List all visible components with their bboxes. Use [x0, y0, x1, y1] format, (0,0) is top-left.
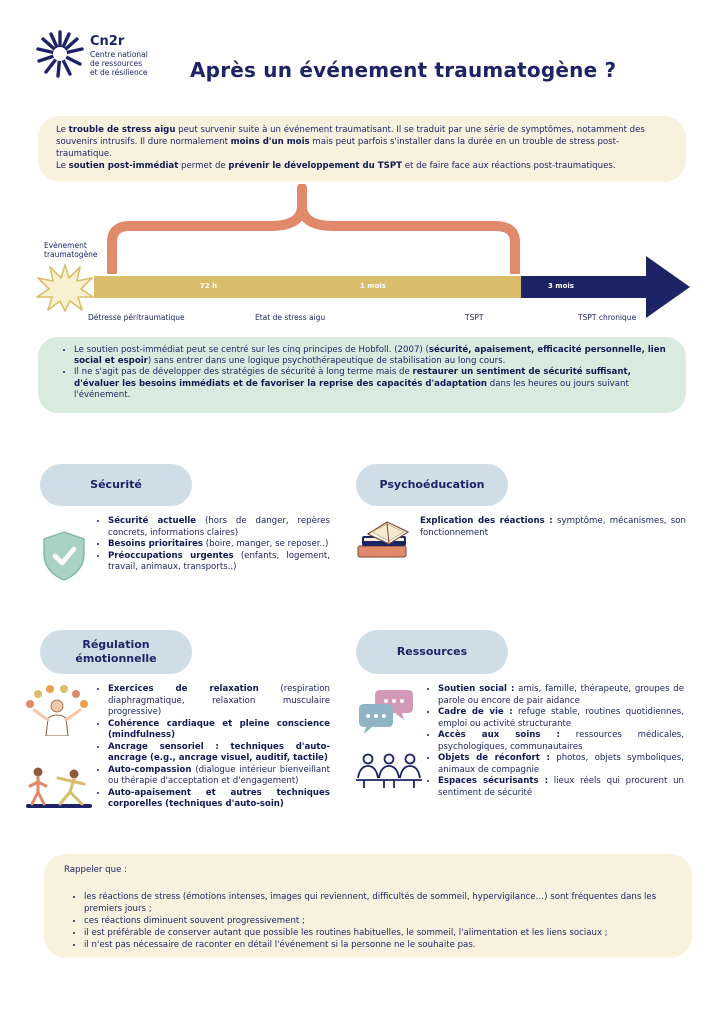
- timeline-mark-3-months: 3 mois: [548, 282, 574, 290]
- logo-subtitle: Centre national de ressources et de rési…: [90, 50, 148, 77]
- section-title-ressources: Ressources: [356, 630, 508, 674]
- principles-box: Le soutien post-immédiat peut se centré …: [38, 337, 686, 413]
- list-item: il est préférable de conserver autant qu…: [84, 927, 672, 939]
- securite-list: Sécurité actuelle (hors de danger, repèr…: [96, 516, 330, 574]
- logo-name: Cn2r: [90, 34, 125, 49]
- list-item: Accès aux soins : ressources médicales, …: [438, 730, 684, 753]
- cn2r-logo-icon: [36, 30, 84, 78]
- list-item: Auto-compassion (dialogue intérieur bien…: [108, 765, 330, 788]
- timeline-mark-1-month: 1 mois: [360, 282, 386, 290]
- recall-title: Rappeler que :: [64, 865, 128, 875]
- section-title-psychoeducation: Psychoéducation: [356, 464, 508, 506]
- list-item: Cohérence cardiaque et pleine conscience…: [108, 719, 330, 742]
- list-item: Soutien social : amis, famille, thérapeu…: [438, 684, 684, 707]
- list-item: Objets de réconfort : photos, objets sym…: [438, 753, 684, 776]
- timeline-mark-72h: 72 h: [200, 282, 218, 290]
- list-item: Préoccupations urgentes (enfants, logeme…: [108, 551, 330, 574]
- intro-paragraph-2: Le soutien post-immédiat permet de préve…: [56, 161, 616, 171]
- phase-label: TSPT chronique: [578, 313, 637, 322]
- explosion-icon: [36, 264, 94, 312]
- list-item: il n'est pas nécessaire de raconter en d…: [84, 939, 672, 951]
- list-item: Le soutien post-immédiat peut se centré …: [74, 345, 670, 367]
- list-item: Sécurité actuelle (hors de danger, repèr…: [108, 516, 330, 539]
- phase-label: Détresse péritraumatique: [88, 313, 185, 322]
- books-icon: [357, 521, 410, 558]
- recall-box: Rappeler que : les réactions de stress (…: [44, 854, 692, 958]
- group-people-icon: [356, 753, 422, 788]
- event-label: Evènement traumatogène: [44, 241, 98, 259]
- section-title-securite: Sécurité: [40, 464, 192, 506]
- phase-label: TSPT: [465, 313, 484, 322]
- chat-bubbles-icon: [359, 690, 413, 734]
- page-title: Après un événement traumatogène ?: [190, 58, 617, 82]
- yoga-people-icon: [26, 767, 92, 808]
- emotion-juggling-icon: [26, 685, 88, 736]
- list-item: les réactions de stress (émotions intens…: [84, 891, 672, 915]
- list-item: Besoins prioritaires (boire, manger, se …: [108, 539, 330, 551]
- list-item: Espaces sécurisants : lieux réels qui pr…: [438, 776, 684, 799]
- list-item: Cadre de vie : refuge stable, routines q…: [438, 707, 684, 730]
- list-item: Exercices de relaxation (respiration dia…: [108, 684, 330, 719]
- list-item: ces réactions diminuent souvent progress…: [84, 915, 672, 927]
- phase-label: Etat de stress aigu: [255, 313, 326, 322]
- timeline-brace: [107, 184, 520, 274]
- list-item: Auto-apaisement et autres techniques cor…: [108, 788, 330, 811]
- regulation-list: Exercices de relaxation (respiration dia…: [96, 684, 330, 811]
- shield-check-icon: [43, 531, 85, 581]
- section-title-regulation: Régulation émotionnelle: [40, 630, 192, 674]
- list-item: Il ne s'agit pas de développer des strat…: [74, 367, 670, 401]
- intro-box: Le trouble de stress aigu peut survenir …: [38, 116, 686, 182]
- intro-paragraph-1: Le trouble de stress aigu peut survenir …: [56, 125, 645, 159]
- timeline-arrow: [94, 256, 690, 318]
- ressources-list: Soutien social : amis, famille, thérapeu…: [426, 684, 684, 799]
- list-item: Ancrage sensoriel : techniques d'auto-an…: [108, 742, 330, 765]
- psychoeducation-text: Explication des réactions : symptôme, mé…: [420, 516, 686, 538]
